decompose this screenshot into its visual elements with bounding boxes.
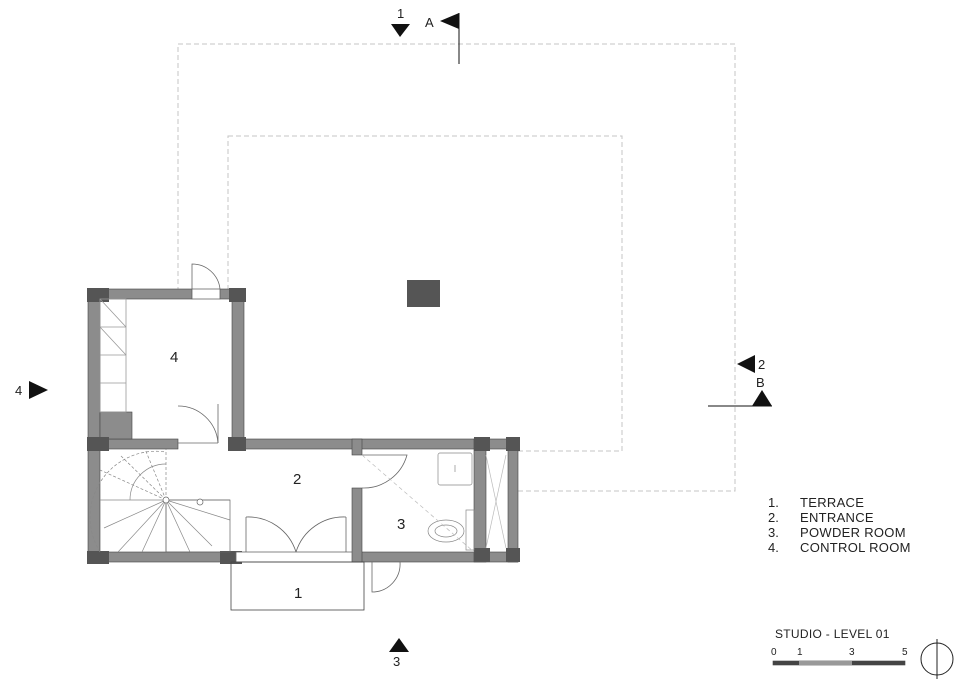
legend-num: 4. xyxy=(768,540,779,555)
legend-num: 3. xyxy=(768,525,779,540)
roof-outline-outer xyxy=(177,43,736,492)
wall-control-right xyxy=(231,288,245,450)
scale-tick-3: 3 xyxy=(849,647,855,658)
section-flag-b xyxy=(752,390,772,406)
shelving xyxy=(99,298,127,413)
doors xyxy=(177,263,408,593)
room-label-control: 4 xyxy=(170,349,178,366)
section-arrow-4 xyxy=(29,381,48,399)
room-label-entrance: 2 xyxy=(293,471,301,488)
section-arrow-2 xyxy=(737,355,755,373)
legend-item: 3. POWDER ROOM xyxy=(768,525,911,540)
legend: 1. TERRACE 2. ENTRANCE 3. POWDER ROOM 4. CON… xyxy=(768,495,911,555)
legend-item: 2. ENTRANCE xyxy=(768,510,911,525)
wall-powder-left-lower xyxy=(351,487,363,563)
scale-bar: 0 1 3 5 xyxy=(771,647,908,666)
section-arrow-1 xyxy=(391,24,410,37)
powder-fixtures xyxy=(361,452,507,553)
section-label-1: 1 xyxy=(397,6,404,21)
wall-bottom-left xyxy=(87,551,237,563)
legend-item: 1. TERRACE xyxy=(768,495,911,510)
section-label-3: 3 xyxy=(393,654,400,669)
legend-label: CONTROL ROOM xyxy=(800,540,911,555)
legend-label: ENTRANCE xyxy=(800,510,874,525)
cabinet-block xyxy=(99,411,133,440)
wall-bottom-right xyxy=(351,551,519,563)
legend-item: 4. CONTROL ROOM xyxy=(768,540,911,555)
wall-powder-right xyxy=(473,438,487,563)
legend-label: TERRACE xyxy=(800,495,865,510)
legend-label: POWDER ROOM xyxy=(800,525,906,540)
room-label-powder: 3 xyxy=(397,516,405,533)
section-arrow-3 xyxy=(389,638,409,652)
section-markers xyxy=(29,13,772,652)
scale-tick-5: 5 xyxy=(902,647,908,658)
scale-tick-0: 0 xyxy=(771,647,777,658)
terrace-outline xyxy=(230,561,365,611)
legend-num: 1. xyxy=(768,495,779,510)
scale-tick-1: 1 xyxy=(797,647,803,658)
room-label-terrace: 1 xyxy=(294,585,302,602)
walls xyxy=(87,288,519,563)
legend-num: 2. xyxy=(768,510,779,525)
skylight xyxy=(407,280,440,307)
drawing-title: STUDIO - LEVEL 01 xyxy=(775,627,890,641)
section-label-4: 4 xyxy=(15,383,22,398)
wall-control-left xyxy=(87,288,101,563)
wall-powder-left-upper xyxy=(351,438,363,456)
section-flag-a xyxy=(440,13,459,29)
section-label-2: 2 xyxy=(758,357,765,372)
wall-east xyxy=(507,438,519,563)
section-label-b: B xyxy=(756,375,765,390)
north-arrow-icon xyxy=(920,639,954,679)
spiral-stair xyxy=(89,448,231,553)
columns xyxy=(87,288,520,564)
section-label-a: A xyxy=(425,15,434,30)
